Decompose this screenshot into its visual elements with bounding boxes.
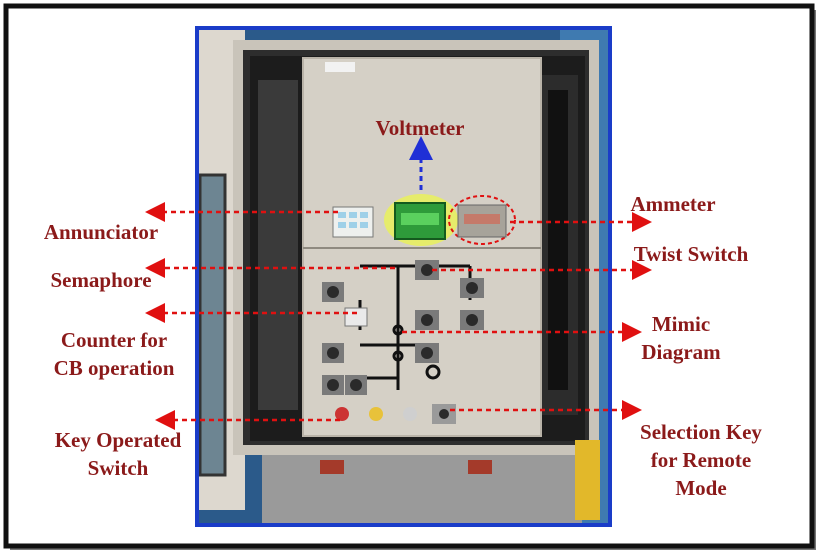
label-semaphore: Semaphore <box>50 268 152 292</box>
ammeter-highlight <box>448 195 516 245</box>
cabinet-photo <box>195 26 612 527</box>
photo-border <box>195 26 612 527</box>
label-voltmeter: Voltmeter <box>375 116 465 140</box>
label-mimic-line1: Mimic <box>651 312 711 336</box>
label-mimic-line2: Diagram <box>641 340 721 364</box>
label-selection-key: Selection Key for Remote Mode <box>620 418 782 502</box>
label-mimic: Mimic Diagram <box>626 310 736 366</box>
label-counter: Counter for CB operation <box>28 326 200 382</box>
label-counter-line1: Counter for <box>60 328 168 352</box>
annunciator-cells <box>338 212 368 228</box>
label-counter-line2: CB operation <box>53 356 175 380</box>
label-key-operated: Key Operated Switch <box>36 426 200 482</box>
label-key-operated-line2: Switch <box>87 456 149 480</box>
label-selection-key-line1: Selection Key <box>640 420 762 444</box>
pointer-arrows <box>145 202 652 430</box>
label-annunciator: Annunciator <box>43 220 159 244</box>
label-ammeter: Ammeter <box>630 192 716 216</box>
label-selection-key-line2: for Remote <box>650 448 752 472</box>
label-twist-switch: Twist Switch <box>633 242 749 266</box>
label-key-operated-line1: Key Operated <box>54 428 182 452</box>
label-selection-key-line3: Mode <box>675 476 727 500</box>
